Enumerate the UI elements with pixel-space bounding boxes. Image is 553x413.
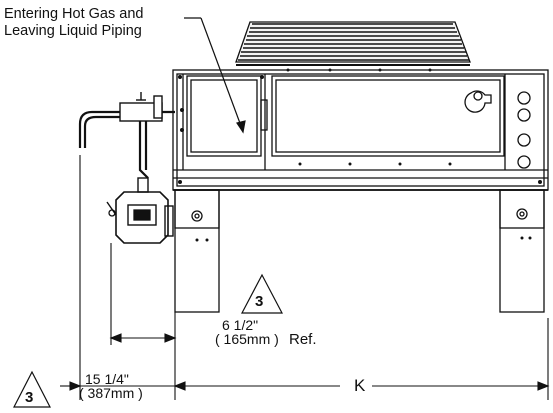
callout-line-2: Leaving Liquid Piping xyxy=(4,22,142,39)
outer-dimension-metric: ( 387mm ) xyxy=(79,385,143,401)
left-leg xyxy=(174,189,220,313)
knockouts xyxy=(517,91,531,169)
callout-leader xyxy=(184,17,246,134)
unit-cabinet xyxy=(172,69,549,191)
disconnect-box xyxy=(106,177,174,244)
fastener-dots xyxy=(178,68,542,242)
control-panel xyxy=(271,75,505,157)
outer-dimension-imperial: 15 1/4" xyxy=(85,371,129,387)
revision-triangles xyxy=(13,273,283,408)
refrigerant-piping xyxy=(78,92,175,179)
callout-line-1: Entering Hot Gas and xyxy=(4,6,144,22)
revision-mark-1: 3 xyxy=(255,293,264,310)
fan-guard xyxy=(235,21,471,66)
revision-mark-2: 3 xyxy=(25,389,34,406)
piping-callout: Entering Hot Gas and Leaving Liquid Pipi… xyxy=(4,6,143,39)
reference-label: Ref. xyxy=(289,331,317,348)
inner-dimension-metric: ( 165mm ) xyxy=(215,331,279,347)
inner-dimension-imperial: 6 1/2" xyxy=(222,317,259,333)
right-leg xyxy=(499,189,545,313)
dimension-lines xyxy=(60,333,550,391)
width-dimension-label: K xyxy=(354,376,366,395)
